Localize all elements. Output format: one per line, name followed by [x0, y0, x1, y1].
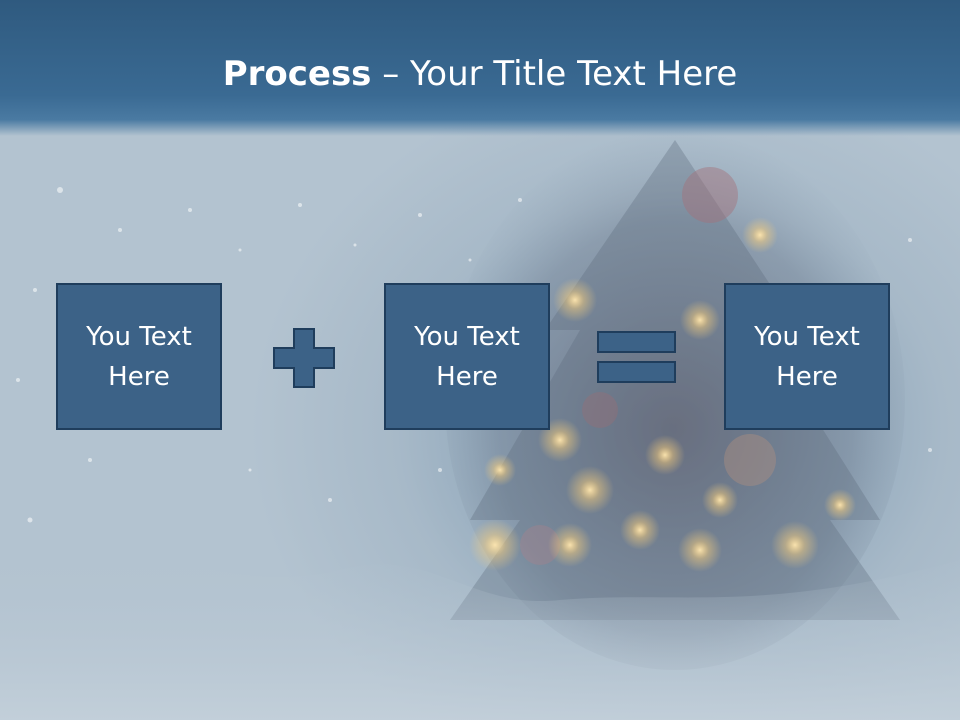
equals-icon: [597, 331, 676, 383]
title-bar: [0, 0, 960, 136]
process-box-3[interactable]: You Text Here: [724, 283, 890, 430]
snowflakes: [16, 187, 932, 523]
plus-icon: [273, 328, 335, 388]
process-box-text: You Text Here: [414, 321, 520, 392]
process-box-2[interactable]: You Text Here: [384, 283, 550, 430]
slide-title: Process – Your Title Text Here: [0, 52, 960, 96]
process-box-text: You Text Here: [86, 321, 192, 392]
process-box-1[interactable]: You Text Here: [56, 283, 222, 430]
title-bold: Process: [222, 54, 372, 94]
tree-lights: [469, 217, 856, 572]
process-box-text: You Text Here: [754, 321, 860, 392]
title-rest: – Your Title Text Here: [371, 54, 738, 94]
